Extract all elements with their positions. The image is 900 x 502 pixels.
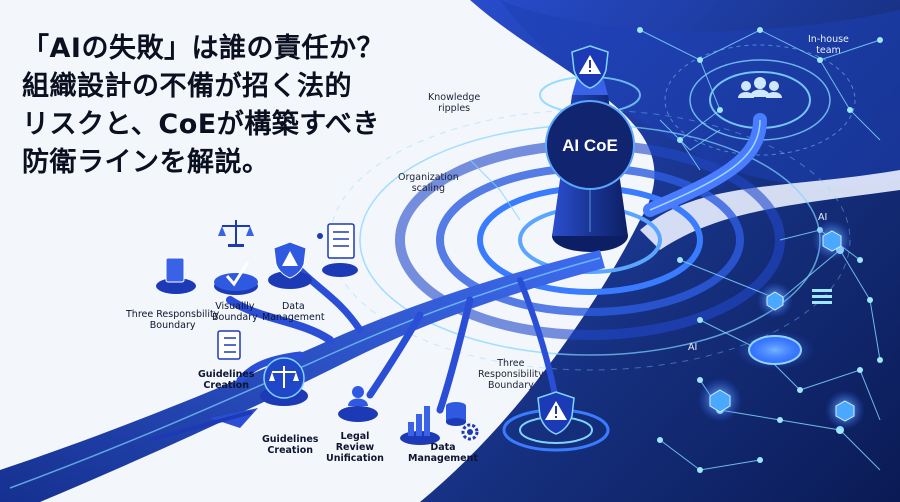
checklist-icon	[217, 330, 241, 360]
arrow-shaft	[149, 410, 253, 442]
upper-curve-band	[500, 0, 900, 187]
label-ai-upper: AI	[818, 212, 828, 223]
scales-icon	[218, 220, 254, 247]
left-branches	[226, 266, 558, 414]
headline-line-4: 防衛ラインを解説。	[22, 147, 270, 178]
main-arrow-highlight	[9, 257, 601, 489]
glow-disk	[735, 330, 815, 370]
platform-document-left	[156, 257, 196, 294]
ai-cube-right	[825, 390, 865, 430]
headline-line-3: リスクと、CoEが構築すべき	[22, 109, 380, 140]
hub-title: AI CoE	[562, 136, 618, 155]
headline: 「AIの失敗」は誰の責任か？ 組織設計の不備が招く法的 リスクと、CoEが構築す…	[22, 30, 422, 182]
warning-shield-icon	[571, 45, 609, 89]
ai-cube-upper	[812, 220, 852, 260]
gear-icon	[461, 423, 479, 441]
bar-chart-icon	[400, 406, 440, 445]
people-icon	[738, 77, 782, 98]
hub-badge	[545, 100, 635, 190]
platform-shield	[268, 241, 312, 289]
checkmark-icon	[214, 261, 258, 295]
data-bars-icon	[812, 289, 832, 304]
warning-shield-icon	[537, 391, 575, 435]
document-icon	[317, 223, 358, 277]
people-icon	[338, 386, 378, 422]
white-curve	[640, 170, 900, 250]
headline-line-1: 「AIの失敗」は誰の責任か？	[22, 33, 384, 64]
ai-cube-lower	[698, 378, 742, 422]
headline-line-2: 組織設計の不備が招く法的	[22, 71, 352, 102]
label-ai-lower: AI	[688, 342, 698, 353]
ai-cube-mid	[757, 282, 793, 318]
database-icon	[446, 402, 466, 426]
scales-icon	[260, 357, 308, 406]
